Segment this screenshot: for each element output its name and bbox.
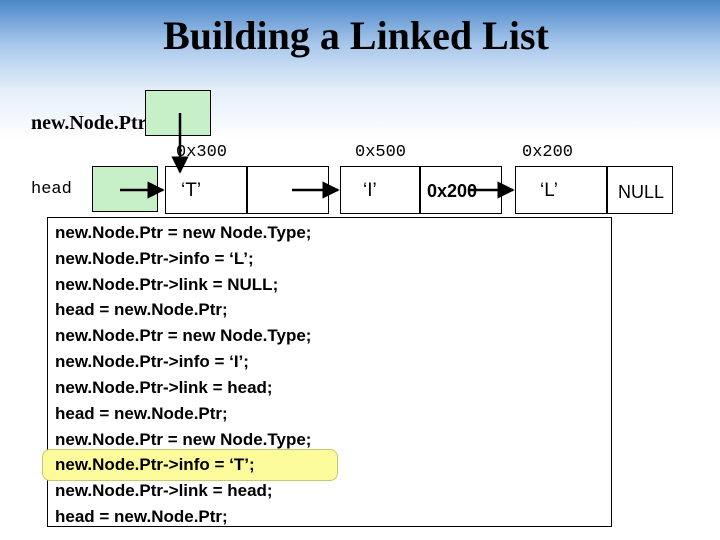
code-line-6: new.Node.Ptr->info = ‘I’;: [55, 352, 249, 371]
node-1-info: ‘T’: [181, 180, 202, 201]
node-2-link: 0x200: [427, 181, 478, 201]
head-label: head: [31, 180, 72, 199]
node-3-link-cell: [607, 166, 673, 214]
newnodeptr-label: new.Node.Ptr: [31, 112, 147, 134]
node-1-info-cell: [165, 166, 247, 214]
address-label-0: 0x300: [176, 143, 228, 162]
newnodeptr-box: [145, 90, 211, 136]
node-2-info-cell: [340, 166, 420, 214]
code-line-8: head = new.Node.Ptr;: [55, 404, 228, 423]
node-3-info-cell: [515, 166, 607, 214]
code-line-3: new.Node.Ptr->link = NULL;: [55, 275, 279, 294]
address-label-1: 0x500: [355, 143, 407, 162]
node-3-info: ‘L’: [540, 180, 558, 201]
code-line-10: new.Node.Ptr->info = ‘T’;: [55, 455, 255, 474]
node-3-link: NULL: [618, 182, 665, 202]
code-line-7: new.Node.Ptr->link = head;: [55, 378, 273, 397]
code-line-11: new.Node.Ptr->link = head;: [55, 481, 273, 500]
code-line-1: new.Node.Ptr = new Node.Type;: [55, 223, 312, 242]
page-title: Building a Linked List: [163, 13, 549, 58]
address-label-2: 0x200: [522, 143, 574, 162]
highlighted-line-marker: [42, 449, 338, 481]
code-line-2: new.Node.Ptr->info = ‘L’;: [55, 249, 254, 268]
code-line-4: head = new.Node.Ptr;: [55, 300, 228, 319]
code-line-9: new.Node.Ptr = new Node.Type;: [55, 430, 312, 449]
code-line-12: head = new.Node.Ptr;: [55, 507, 228, 526]
node-2-info: ‘I’: [363, 180, 377, 201]
code-line-5: new.Node.Ptr = new Node.Type;: [55, 326, 312, 345]
